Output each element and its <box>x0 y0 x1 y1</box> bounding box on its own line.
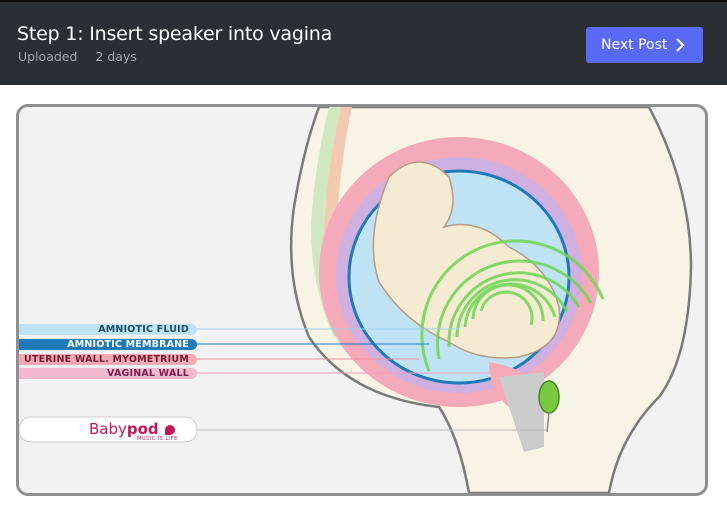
post-meta: Uploaded 2 days <box>18 49 151 64</box>
babypod-logo: Babypod <box>89 420 176 438</box>
heart-icon <box>165 424 176 435</box>
next-post-button[interactable]: Next Post <box>586 27 703 63</box>
chevron-right-icon <box>676 38 685 52</box>
sound-waves <box>420 239 605 372</box>
babypod-tagline: MUSIC IS LIFE <box>137 436 178 442</box>
label-vaginal-wall: VAGINAL WALL <box>19 368 197 379</box>
label-amniotic-membrane: AMNIOTIC MEMBRANE <box>19 339 197 350</box>
label-uterine-wall: UTERINE WALL. MYOMETRIUM <box>19 354 197 365</box>
speaker-device <box>538 380 560 414</box>
label-amniotic-fluid: AMNIOTIC FLUID <box>19 324 197 335</box>
post-image[interactable]: AMNIOTIC FLUID AMNIOTIC MEMBRANE UTERINE… <box>16 104 708 496</box>
fetus <box>372 161 561 359</box>
pregnancy-illustration <box>19 107 693 493</box>
speaker-cord <box>546 411 550 433</box>
next-post-label: Next Post <box>601 37 668 53</box>
vaginal-canal <box>499 372 544 452</box>
post-header: Step 1: Insert speaker into vagina Uploa… <box>0 0 727 85</box>
post-title: Step 1: Insert speaker into vagina <box>17 23 333 45</box>
uploaded-label: Uploaded <box>18 49 78 64</box>
uploaded-time: 2 days <box>95 49 137 64</box>
brand-pill <box>19 416 198 443</box>
